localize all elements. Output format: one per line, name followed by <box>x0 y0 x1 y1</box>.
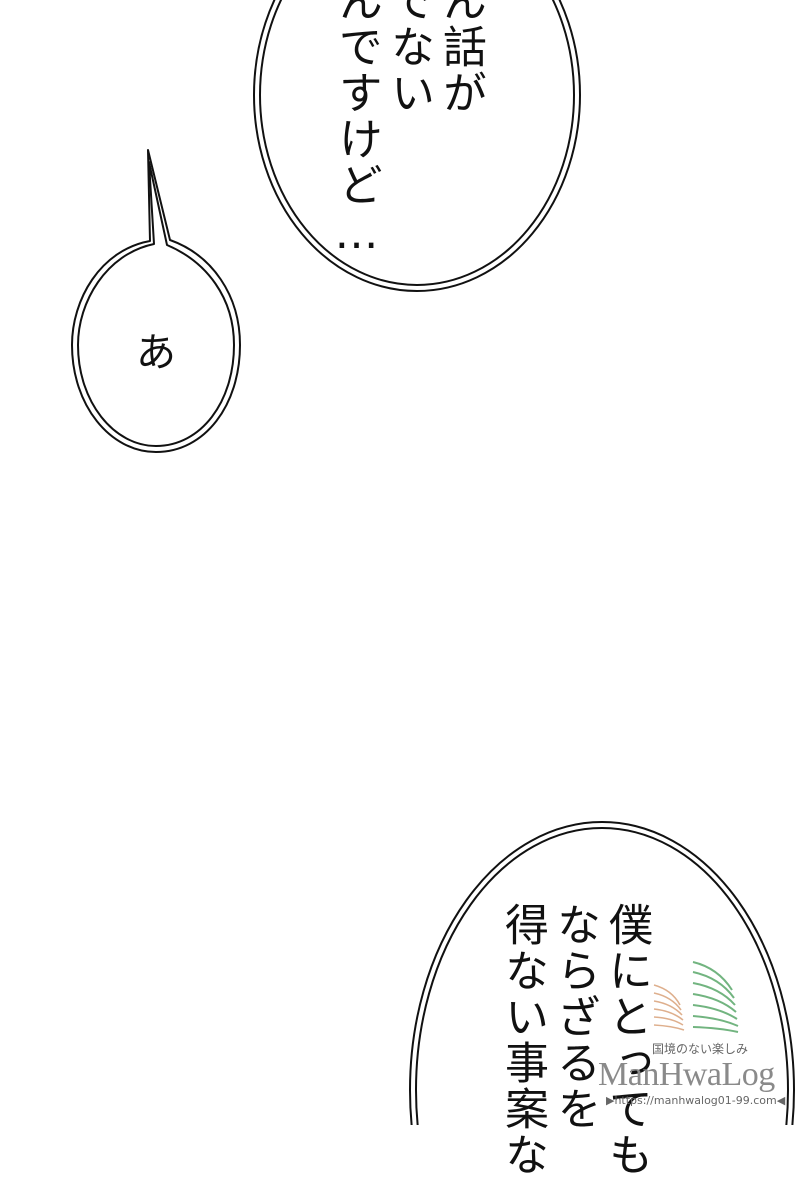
top-bubble-column-1: ん話が <box>435 0 486 116</box>
bottom-bubble-column-1: 僕にとっても <box>601 902 652 1178</box>
bottom-bubble-column-2: ならざるを <box>549 902 600 1132</box>
top-bubble-column-3: んですけど… <box>331 0 382 261</box>
small-speech-bubble <box>71 149 241 453</box>
top-speech-bubble <box>253 0 581 292</box>
bottom-bubble-column-3: 得ない事案な <box>497 902 548 1178</box>
top-bubble-column-2: でない <box>383 0 434 116</box>
watermark-logo-icon <box>653 961 739 1033</box>
watermark-tagline: 国境のない楽しみ <box>652 1042 749 1056</box>
watermark-brand: ManHwaLog <box>598 1056 775 1093</box>
watermark-url: ▶https://manhwalog01-99.com◀ <box>606 1094 786 1107</box>
bottom-speech-bubble <box>409 821 795 1125</box>
speech-bubbles-layer <box>71 0 795 1125</box>
small-bubble-text: あ <box>136 330 176 376</box>
